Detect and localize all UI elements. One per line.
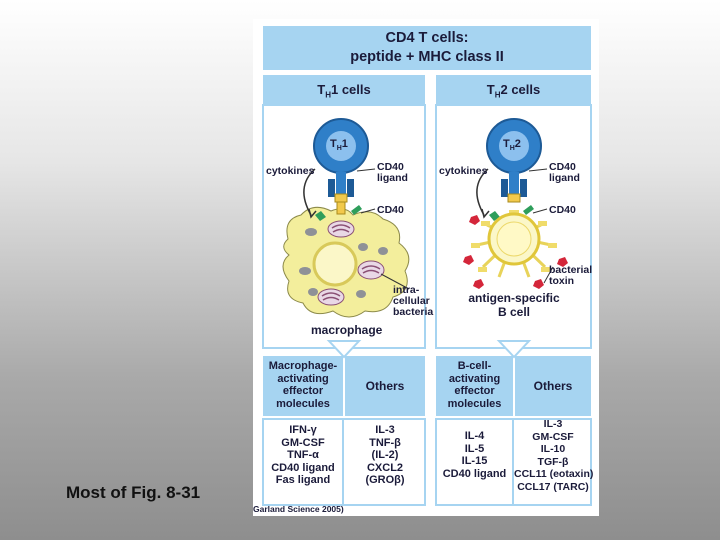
macrophage-label: macrophage — [311, 323, 383, 337]
down-arrow-left — [326, 340, 362, 359]
list-item: TNF-β — [369, 436, 401, 449]
slide-caption: Most of Fig. 8-31 — [66, 483, 201, 502]
th2-molecules-header: B-cell- activating effector molecules — [436, 356, 513, 416]
list-item: CCL11 (eotaxin) — [514, 468, 594, 480]
figure-panel: CD4 T cells: peptide + MHC class II TH1 … — [253, 19, 599, 516]
th1-cd40-label: CD40 — [377, 204, 404, 216]
th1-column-title: TH1 cells — [263, 75, 425, 105]
granule — [358, 243, 368, 251]
th2-cell-label: TH2 — [503, 138, 521, 153]
granule — [308, 288, 318, 296]
b-cell-label: antigen-specific B cell — [468, 291, 560, 319]
granule — [356, 290, 366, 298]
list-item: IL-3 — [543, 418, 563, 430]
illustration — [262, 104, 592, 506]
figure-header: CD4 T cells: peptide + MHC class II — [263, 26, 591, 70]
th1-cd40-ligand-label: CD40 ligand — [377, 161, 408, 184]
th1-others-list: IL-3 TNF-β (IL-2) CXCL2 (GROβ) — [345, 424, 425, 487]
list-item: CXCL2 — [366, 461, 404, 474]
th2-cd40-ligand-label: CD40 ligand — [549, 161, 580, 184]
list-item: IL-3 — [375, 424, 395, 436]
list-item: Fas ligand — [275, 474, 331, 486]
list-item: IL-10 — [540, 443, 566, 455]
bacterial-toxin-label: bacterial toxin — [549, 264, 593, 287]
th2-column-title: TH2 cells — [436, 75, 591, 105]
granule — [299, 267, 311, 275]
th1-cell-label: TH1 — [330, 138, 348, 153]
intracellular-bacteria-label: intra- cellular bacteria — [393, 284, 434, 318]
th1-others-header: Others — [345, 356, 425, 416]
th1-molecules-header: Macrophage- activating effector molecule… — [263, 356, 343, 416]
th1-cytokines-label: cytokines — [266, 165, 315, 177]
macrophage-nucleus — [312, 241, 358, 287]
down-arrow-right — [496, 340, 532, 359]
th2-cd40-label: CD40 — [549, 204, 576, 216]
list-item: TNF-α — [287, 449, 319, 461]
list-item: (GROβ) — [365, 474, 405, 486]
th2-effector-list: IL-4 IL-5 IL-15 CD40 ligand — [436, 430, 513, 480]
header-line-1: CD4 T cells: — [385, 30, 469, 46]
list-item: TGF-β — [537, 455, 569, 468]
list-item: CCL17 (TARC) — [517, 480, 589, 493]
list-item: GM-CSF — [281, 436, 325, 449]
list-item: CD40 ligand — [442, 467, 507, 480]
list-item: IL-4 — [464, 430, 485, 442]
b-cell — [471, 210, 557, 278]
th2-cytokines-label: cytokines — [439, 165, 488, 177]
figure-credit: Garland Science 2005) — [253, 504, 344, 514]
th1-effector-list: IFN-γ GM-CSF TNF-α CD40 ligand Fas ligan… — [263, 424, 343, 487]
th2-others-list: IL-3 GM-CSF IL-10 TGF-β CCL11 (eotaxin) … — [514, 418, 594, 493]
th2-others-header: Others — [515, 356, 591, 416]
list-item: IFN-γ — [289, 424, 317, 436]
list-item: IL-15 — [461, 455, 488, 467]
list-item: IL-5 — [464, 442, 485, 455]
granule — [305, 228, 317, 236]
header-line-2: peptide + MHC class II — [350, 49, 504, 65]
granule — [378, 247, 388, 255]
list-item: GM-CSF — [532, 430, 574, 443]
list-item: CD40 ligand — [271, 461, 335, 474]
bacterial-toxin — [463, 215, 568, 289]
list-item: (IL-2) — [371, 449, 399, 461]
